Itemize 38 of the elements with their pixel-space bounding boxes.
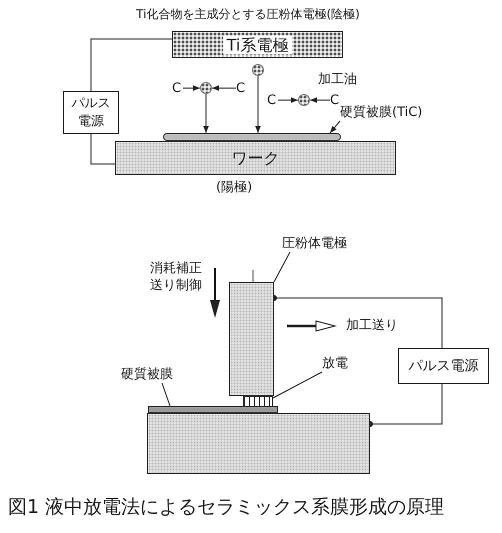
caption: 図1 液中放電法によるセラミックス系膜形成の原理 (8, 496, 444, 519)
film-label: 硬質被膜 (121, 367, 177, 383)
particle-icon (200, 82, 212, 94)
particle-icon (252, 64, 264, 76)
arrow (182, 85, 200, 91)
carbon-label: C (236, 81, 247, 96)
heading-text: Ti化合物を主成分とする圧粉体電極(陰極) (136, 7, 360, 22)
oil-label: 加工油 (318, 72, 357, 88)
coating-layer (148, 406, 278, 413)
arrow (203, 94, 209, 134)
arrow (310, 97, 330, 103)
particle-icon (298, 94, 310, 106)
discharge-spark-drawing (243, 396, 273, 407)
power-supply-box: パルス電源 (63, 91, 119, 134)
wire (90, 38, 172, 92)
electrode-block (229, 282, 274, 396)
arrow (255, 76, 261, 134)
workpiece-block (147, 413, 370, 474)
electrode-label: 圧粉体電極 (282, 236, 352, 252)
carbon-label: C (330, 93, 341, 108)
discharge-label: 放電 (322, 356, 350, 372)
leader-line (162, 382, 170, 406)
carbon-label: C (172, 81, 183, 96)
carbon-label: C (267, 93, 278, 108)
wire (90, 134, 116, 164)
feed-control-label: 消耗補正送り制御 (150, 260, 203, 294)
feed-label: 加工送り (346, 318, 398, 334)
leader-line (272, 372, 322, 398)
anode-label: (陽極) (216, 180, 252, 196)
leader-line (274, 252, 290, 282)
arrow (330, 120, 340, 134)
arrow (212, 85, 236, 91)
coating-layer (163, 133, 341, 141)
arrow (278, 97, 298, 103)
electrode-label: Ti系電極 (222, 34, 292, 54)
power-supply-box: パルス電源 (398, 348, 489, 384)
workpiece-label: ワーク (230, 148, 280, 168)
film-label: 硬質被膜(TiC) (340, 105, 435, 121)
